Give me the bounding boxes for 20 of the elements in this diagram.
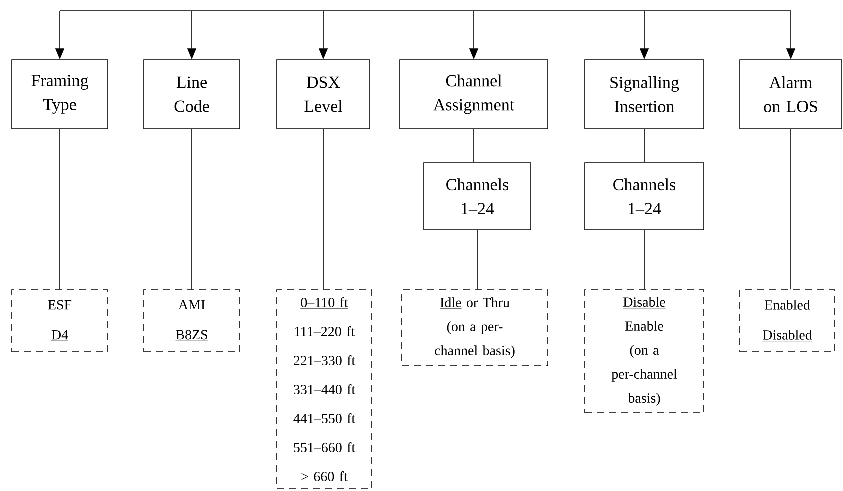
setting-box: Signalling Insertion (584, 60, 704, 130)
setting-box: DSX Level (276, 60, 370, 130)
options-box: Disable Enable (on a per-channel basis) (584, 290, 704, 414)
options-box: ESF D4 (12, 290, 108, 352)
setting-box: Channel Assignment (400, 60, 548, 130)
options-box: Idle or Thru (on a per-channel basis) (402, 290, 548, 366)
setting-box: Channels 1–24 (424, 162, 532, 230)
setting-box: Channels 1–24 (584, 162, 704, 230)
options-box: AMI B8ZS (144, 290, 240, 352)
connector-line (790, 129, 792, 290)
setting-box: Alarm on LOS (740, 60, 842, 130)
connector-line (644, 129, 645, 163)
setting-box: Line Code (144, 60, 240, 130)
connector-line (323, 129, 324, 290)
options-box: 0–110 ft 111–220 ft 221–330 ft 331–440 ft 441–550 ft 551–660 ft > 660 ft (276, 290, 372, 490)
options-box: Enabled Disabled (740, 290, 836, 352)
connector-line (644, 230, 645, 290)
trunk-line (60, 10, 792, 12)
connector-line (477, 230, 478, 290)
setting-box: Framing Type (12, 60, 108, 130)
